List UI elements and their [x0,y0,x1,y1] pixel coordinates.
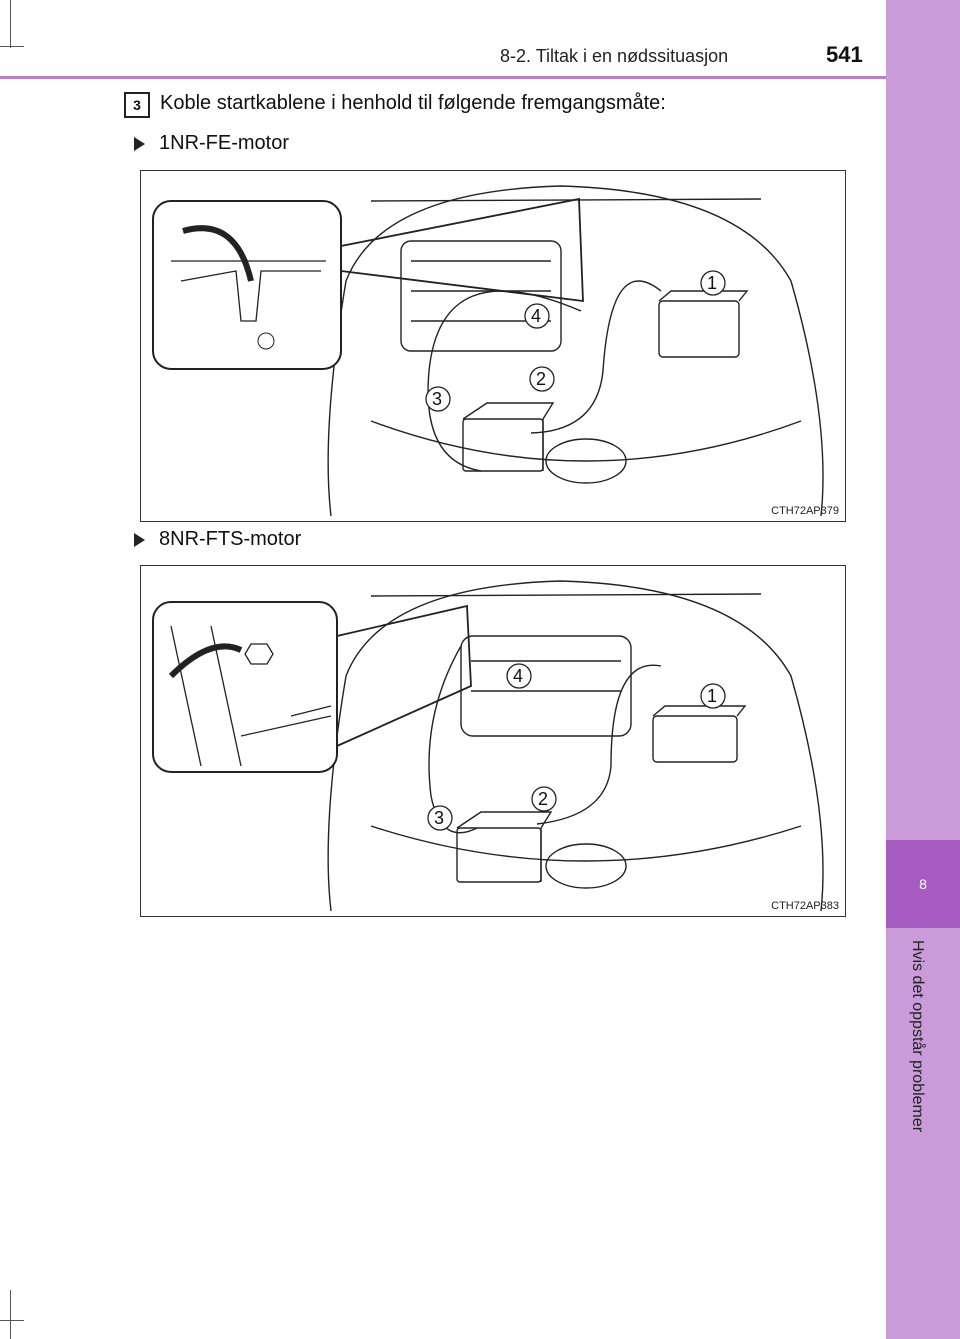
page-number: 541 [826,42,863,67]
figure-code: CTH72AP383 [771,900,839,912]
label-3: 3 [432,389,442,409]
label-1: 1 [707,686,717,706]
figure-code: CTH72AP379 [771,505,839,517]
inset-detail [152,601,338,773]
engine-bay-illustration: 1 2 3 4 [152,185,824,517]
section-title: 8-2. Tiltak i en nødssituasjon [500,46,729,66]
label-3: 3 [434,808,444,828]
chapter-number: 8 [886,840,960,928]
header-rule [0,76,886,79]
caption-text: 8NR-FTS-motor [159,528,302,550]
engine-diagram-1: 1 2 3 4 CTH72AP379 [140,170,846,522]
bullet-arrow-icon [134,136,145,151]
label-4: 4 [513,666,523,686]
caption-text: 1NR-FE-motor [159,132,290,154]
engine-diagram-2: 1 2 3 4 CTH72AP383 [140,565,846,917]
crop-mark [0,1320,24,1321]
figure-caption-1: 1NR-FE-motor [134,132,289,155]
engine-bay-illustration: 1 2 3 4 [152,580,824,912]
step-instruction: Koble startkablene i henhold til følgend… [160,92,666,114]
figure-caption-2: 8NR-FTS-motor [134,528,301,551]
label-1: 1 [707,273,717,293]
crop-mark [10,0,11,48]
crop-mark [0,46,24,47]
bullet-arrow-icon [134,532,145,547]
label-2: 2 [536,369,546,389]
label-2: 2 [538,789,548,809]
chapter-sidebar [886,0,960,1339]
label-4: 4 [531,306,541,326]
step-number-badge: 3 [124,92,150,118]
inset-detail [152,200,342,370]
crop-mark [10,1290,11,1339]
chapter-title: Hvis det oppstår problemer [909,940,926,1133]
